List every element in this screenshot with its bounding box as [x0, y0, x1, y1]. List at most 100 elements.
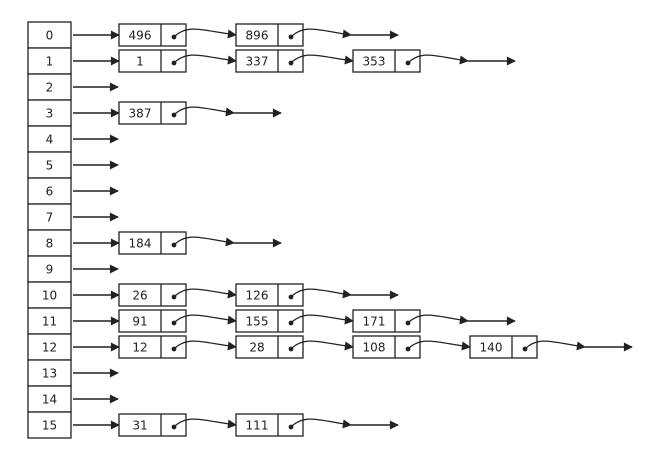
node-box — [118, 309, 187, 333]
bucket-index-label: 5 — [46, 159, 54, 173]
bucket-cell: 12 — [27, 333, 72, 361]
bucket-cell: 1 — [27, 47, 72, 75]
node-value: 91 — [132, 315, 147, 329]
node-value: 184 — [129, 237, 152, 251]
bucket-cell: 3 — [27, 99, 72, 127]
node-box — [235, 23, 304, 47]
bucket-cell-border — [27, 99, 72, 127]
bucket-index-label: 13 — [42, 367, 57, 381]
node-box — [235, 309, 304, 333]
node-box — [352, 49, 421, 73]
chain-node: 31 — [118, 413, 237, 437]
node-value: 337 — [246, 55, 269, 69]
bucket-index-label: 9 — [46, 263, 54, 277]
node-box — [118, 283, 187, 307]
bucket-index-label: 8 — [46, 237, 54, 251]
bucket-index-label: 0 — [46, 29, 54, 43]
bucket-chain: 12 28 108 140 — [73, 335, 633, 359]
next-pointer-arrow — [173, 236, 235, 247]
node-value: 28 — [249, 341, 264, 355]
chain-node: 108 — [352, 335, 471, 359]
node-box — [352, 309, 421, 333]
bucket-chain: 496 896 — [73, 23, 399, 47]
node-value: 496 — [129, 29, 152, 43]
chain-node: 171 — [352, 309, 516, 333]
node-box — [235, 335, 304, 359]
bucket-chain: 184 — [73, 231, 282, 255]
node-value: 155 — [246, 315, 269, 329]
node-value: 111 — [246, 419, 269, 433]
node-box — [235, 413, 304, 437]
next-pointer-arrow — [290, 314, 354, 325]
chain-node: 1 — [118, 49, 237, 73]
bucket-index-label: 10 — [42, 289, 57, 303]
chain-node: 140 — [469, 335, 633, 359]
chain-node: 28 — [235, 335, 354, 359]
bucket-cell-border — [27, 307, 72, 335]
bucket-index-label: 11 — [42, 315, 57, 329]
bucket-cell: 15 — [27, 411, 72, 439]
bucket-cell: 0 — [27, 21, 72, 49]
bucket-chain: 1 337 353 — [73, 49, 516, 73]
bucket-index-label: 6 — [46, 185, 54, 199]
node-box — [352, 335, 421, 359]
chain-node: 91 — [118, 309, 237, 333]
node-value: 31 — [132, 419, 147, 433]
node-box — [118, 335, 187, 359]
node-box — [118, 101, 187, 125]
bucket-index-label: 7 — [46, 211, 54, 225]
next-pointer-arrow — [524, 340, 586, 351]
next-pointer-arrow — [173, 340, 237, 351]
next-pointer-arrow — [407, 314, 469, 325]
node-box — [118, 49, 187, 73]
node-value: 12 — [132, 341, 147, 355]
chain-node: 387 — [118, 101, 282, 125]
chain-node: 12 — [118, 335, 237, 359]
node-value: 387 — [129, 107, 152, 121]
bucket-cell: 4 — [27, 125, 72, 153]
bucket-cell-border — [27, 203, 72, 231]
node-value: 108 — [363, 341, 386, 355]
node-box — [118, 413, 187, 437]
bucket-index-label: 3 — [46, 107, 54, 121]
bucket-cell: 5 — [27, 151, 72, 179]
chain-node: 496 — [118, 23, 237, 47]
node-box — [235, 49, 304, 73]
chain-node: 26 — [118, 283, 237, 307]
bucket-cell: 6 — [27, 177, 72, 205]
chain-node: 184 — [118, 231, 282, 255]
bucket-cell: 2 — [27, 73, 72, 101]
node-value: 26 — [132, 289, 147, 303]
bucket-cell: 8 — [27, 229, 72, 257]
next-pointer-arrow — [290, 288, 352, 299]
node-box — [235, 283, 304, 307]
bucket-index-label: 15 — [42, 419, 57, 433]
chain-node: 353 — [352, 49, 516, 73]
bucket-cell: 11 — [27, 307, 72, 335]
bucket-cell: 13 — [27, 359, 72, 387]
node-value: 896 — [246, 29, 269, 43]
bucket-index-label: 14 — [42, 393, 57, 407]
bucket-cell: 10 — [27, 281, 72, 309]
next-pointer-arrow — [173, 288, 237, 299]
bucket-cell: 7 — [27, 203, 72, 231]
next-pointer-arrow — [173, 106, 235, 117]
bucket-index-label: 2 — [46, 81, 54, 95]
bucket-cell-border — [27, 281, 72, 309]
node-value: 1 — [136, 55, 144, 69]
next-pointer-arrow — [290, 340, 354, 351]
bucket-chain: 91 155 171 — [73, 309, 516, 333]
chain-node: 896 — [235, 23, 399, 47]
next-pointer-arrow — [173, 28, 237, 39]
bucket-cell-border — [27, 359, 72, 387]
bucket-chain: 387 — [73, 101, 282, 125]
next-pointer-arrow — [407, 54, 469, 65]
next-pointer-arrow — [290, 418, 352, 429]
node-box — [118, 23, 187, 47]
bucket-chain: 31 111 — [73, 413, 399, 437]
node-box — [118, 231, 187, 255]
chain-node: 155 — [235, 309, 354, 333]
